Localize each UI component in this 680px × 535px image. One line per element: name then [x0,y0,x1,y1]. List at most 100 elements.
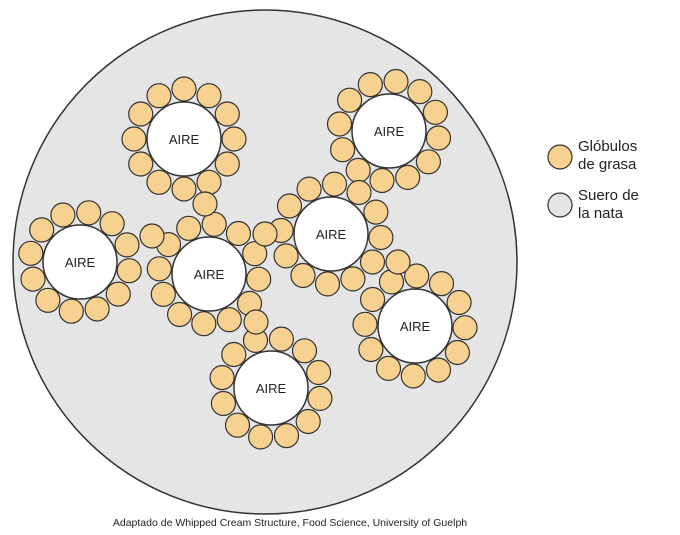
fat-globule [307,385,333,411]
fat-globule [446,289,472,316]
air-label: AIRE [169,132,200,147]
fat-globule [99,211,125,237]
fat-globule [50,202,76,228]
fat-globule [425,357,452,383]
fat-globule [268,326,294,352]
fat-globule [452,315,478,341]
fat-globule [139,223,165,249]
fat-globule [210,390,236,417]
fat-globule [295,408,321,435]
fat-globule [146,83,172,109]
fat-globule [363,199,389,225]
fat-globule [360,286,386,313]
air-label: AIRE [400,319,431,334]
legend-serum-label-line2: la nata [578,205,624,222]
air-bubbles-group: AIRE AIRE AIRE AIRE AIRE AIRE AIRE [42,93,453,426]
air-bubble: AIRE [377,288,453,364]
fat-globule [326,111,353,137]
air-label: AIRE [316,227,347,242]
legend-fat-label-line2: de grasa [578,156,637,173]
fat-globule [290,262,316,289]
fat-globule [357,71,383,98]
fat-globule [345,157,371,183]
fat-globule [176,215,202,241]
fat-globule [35,287,61,313]
fat-globule [428,271,455,297]
fat-globule [196,83,222,109]
fat-globule [214,101,240,127]
fat-globule [246,266,272,292]
legend-serum-swatch [547,192,573,218]
fat-globule [84,296,110,322]
fat-globule [359,249,386,275]
fat-globule [192,191,218,217]
fat-globule [321,171,348,197]
fat-globule [146,256,172,282]
fat-globule [224,412,251,438]
air-bubble: AIRE [146,101,222,177]
fat-globule [225,220,251,247]
legend: Glóbulos de grasa Suero de la nata [547,138,639,222]
fat-globule [128,101,154,127]
fat-globule [330,137,356,163]
air-bubble: AIRE [351,93,427,169]
fat-globule [216,307,242,333]
fat-globule [252,221,278,247]
fat-globule [76,200,102,226]
fat-globule [407,78,433,105]
air-bubble: AIRE [42,224,118,300]
fat-globule [395,164,421,190]
fat-globule [422,99,448,125]
fat-globule [404,263,430,289]
fat-globule [273,243,299,269]
fat-globule [221,341,247,368]
fat-globule [358,336,384,363]
fat-globule [150,281,176,307]
fat-globule [276,193,303,219]
legend-fat-globule-swatch [547,144,573,170]
air-bubble: AIRE [233,350,309,426]
air-bubble: AIRE [293,196,369,272]
fat-globule [209,365,235,391]
fat-globule [291,338,318,364]
fat-globule [368,224,394,251]
fat-globule [128,151,154,177]
fat-globules-group [18,68,478,450]
fat-globule [273,423,300,449]
fat-globule [214,151,240,177]
fat-globule [415,149,441,175]
fat-globule [296,176,322,202]
fat-globule [167,301,193,328]
fat-globule [340,266,366,292]
air-label: AIRE [256,381,287,396]
legend-fat-label-line1: Glóbulos [578,138,637,155]
legend-serum-label-line1: Suero de [578,187,639,204]
fat-globule [306,359,332,386]
fat-globule [352,311,378,337]
fat-globule [369,167,395,194]
air-bubble: AIRE [171,236,247,312]
fat-globule [29,217,55,243]
fat-globule [146,169,172,195]
fat-globule [18,240,44,266]
fat-globule [385,249,411,275]
fat-globule [221,126,247,152]
fat-globule [105,281,131,307]
fat-globule [171,76,197,102]
fat-globule [346,179,372,206]
source-caption: Adaptado de Whipped Cream Structure, Foo… [113,517,467,529]
fat-globule [243,309,269,335]
fat-globule [400,363,426,389]
fat-globule [314,271,341,297]
fat-globule [121,126,147,152]
air-label: AIRE [194,267,225,282]
fat-globule [171,176,197,202]
fat-globule [337,87,363,113]
air-label: AIRE [65,255,96,270]
fat-globule [375,355,402,381]
fat-globule [248,424,274,450]
fat-globule [425,125,452,151]
fat-globule [20,266,46,292]
fat-globule [58,298,84,324]
